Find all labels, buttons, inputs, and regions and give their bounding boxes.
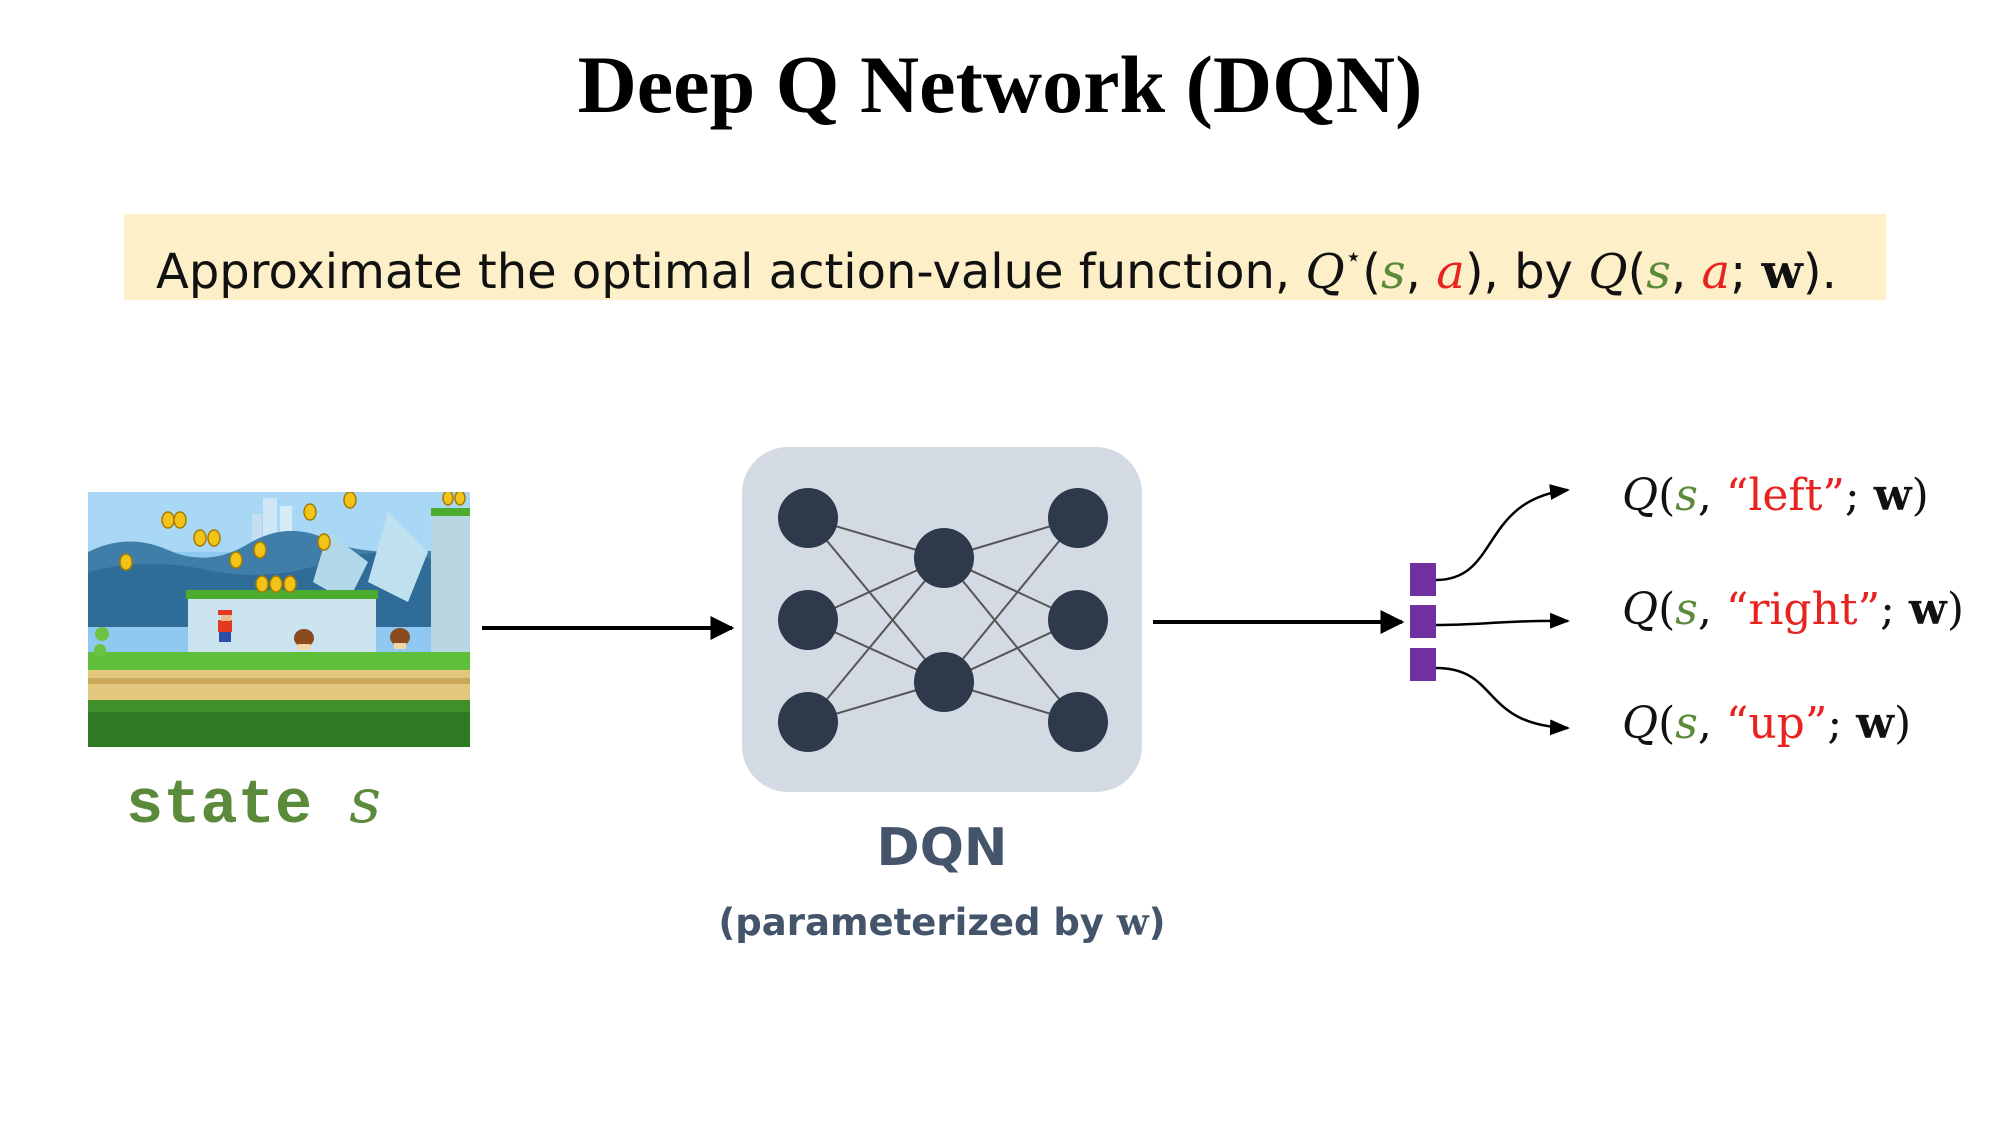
branch-arrow-right-icon [1435, 612, 1570, 629]
q-symbol: Q [1588, 244, 1628, 300]
output-node [1048, 590, 1108, 650]
output-vector-cell-right [1410, 605, 1436, 638]
output-node [1048, 488, 1108, 548]
dqn-weights-symbol: w [1116, 900, 1149, 944]
input-node [778, 692, 838, 752]
output-vector-cell-left [1410, 563, 1436, 596]
state-symbol-label: s [349, 764, 382, 837]
game-screenshot-image [88, 492, 470, 747]
output-vector-cell-up [1410, 648, 1436, 681]
input-node [778, 590, 838, 650]
output-node [1048, 692, 1108, 752]
star-superscript: ⋆ [1344, 240, 1363, 273]
action-symbol: a [1436, 244, 1465, 300]
q-star-symbol: Q [1305, 244, 1345, 300]
branch-arrow-up-icon [1435, 666, 1570, 736]
input-node [778, 488, 838, 548]
q-value-up-label: Q(s, “up”; w) [1622, 698, 1912, 749]
slide-title: Deep Q Network (DQN) [577, 39, 1423, 130]
banner-text: Approximate the optimal action-value fun… [156, 244, 1306, 300]
state-label: state s [126, 764, 381, 841]
state-symbol-2: s [1646, 244, 1671, 300]
weights-symbol: w [1761, 244, 1803, 300]
hidden-node [914, 652, 974, 712]
branch-arrow-left-icon [1435, 484, 1570, 582]
state-symbol: s [1381, 244, 1406, 300]
dqn-subtitle: (parameterized by w) [718, 900, 1166, 944]
q-value-left-label: Q(s, “left”; w) [1622, 470, 1929, 521]
q-value-right-label: Q(s, “right”; w) [1622, 584, 1964, 635]
dqn-label: DQN [876, 818, 1008, 878]
definition-banner: Approximate the optimal action-value fun… [124, 214, 1886, 300]
action-symbol-2: a [1701, 244, 1731, 300]
hidden-node [914, 528, 974, 588]
state-word: state [126, 770, 313, 841]
